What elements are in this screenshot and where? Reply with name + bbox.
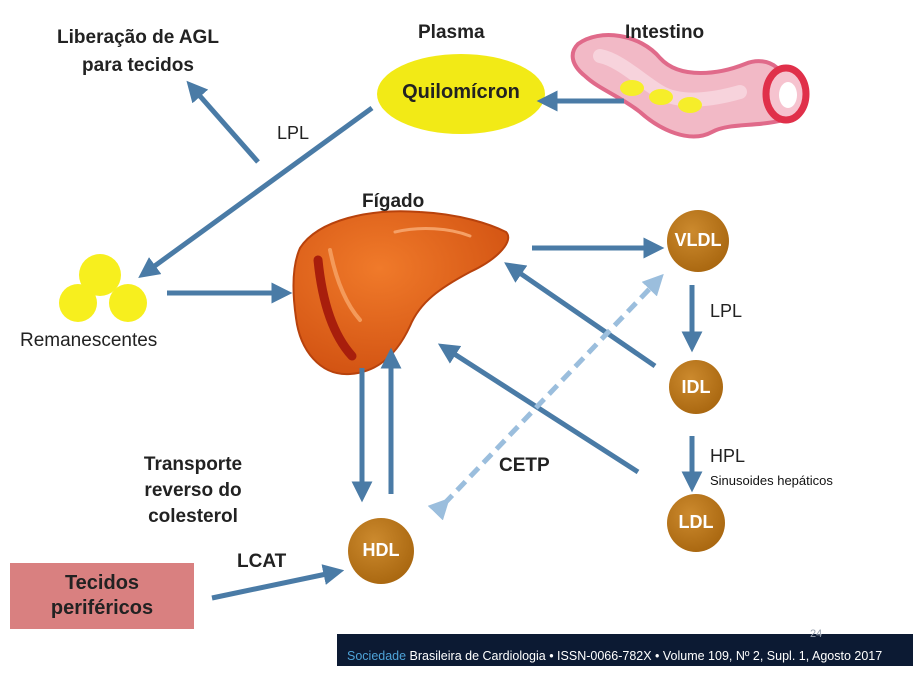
footer-society: Sociedade	[347, 649, 407, 663]
lcat-label: LCAT	[237, 551, 287, 572]
arrow-ldl-to-liver	[437, 343, 640, 475]
remnant-particles	[59, 254, 147, 322]
hdl-label: HDL	[362, 540, 400, 560]
idl-circle	[669, 360, 723, 414]
liver-illustration	[292, 210, 510, 376]
vldl-label: VLDL	[674, 230, 722, 250]
ldl-label: LDL	[678, 512, 714, 532]
arrow-cetp-dashed	[427, 273, 664, 521]
sinusoids-label: Sinusoides hepáticos	[710, 473, 833, 488]
arrow-idl-to-liver	[504, 262, 657, 369]
footer-citation: Brasileira de Cardiologia • ISSN-0066-78…	[406, 649, 883, 663]
remnants-label: Remanescentes	[20, 330, 158, 351]
vldl-circle	[667, 210, 729, 272]
agl-release-label: Liberação de AGL para tecidos	[57, 27, 219, 76]
chylomicron-label: Quilomícron	[402, 81, 520, 103]
chylomicron-ellipse	[377, 54, 545, 134]
arrow-tissues-to-hdl	[211, 564, 345, 601]
intestine-label: Intestino	[625, 22, 705, 43]
liver-label: Fígado	[362, 191, 425, 212]
page-number: 24	[810, 628, 823, 640]
lpl-right-label: LPL	[710, 301, 743, 321]
cetp-label: CETP	[499, 455, 550, 476]
arrow-chylomicron-to-remnants	[138, 105, 374, 278]
footer-bar: Sociedade Brasileira de Cardiologia • IS…	[337, 634, 913, 666]
intestine-illustration	[570, 33, 810, 139]
reverse-transport-label: Transporte reverso do colesterol	[143, 454, 243, 527]
ldl-circle	[667, 494, 725, 552]
idl-label: IDL	[681, 377, 711, 397]
arrow-to-agl-release	[186, 80, 260, 164]
hdl-circle	[348, 518, 414, 584]
hpl-label: HPL	[710, 446, 746, 466]
peripheral-tissues-box: Tecidos periféricos	[10, 563, 194, 629]
footer-text: Sociedade Brasileira de Cardiologia • IS…	[347, 649, 882, 663]
plasma-label: Plasma	[418, 22, 485, 43]
lpl-top-label: LPL	[277, 123, 310, 143]
peripheral-tissues-label: Tecidos periféricos	[50, 572, 154, 619]
